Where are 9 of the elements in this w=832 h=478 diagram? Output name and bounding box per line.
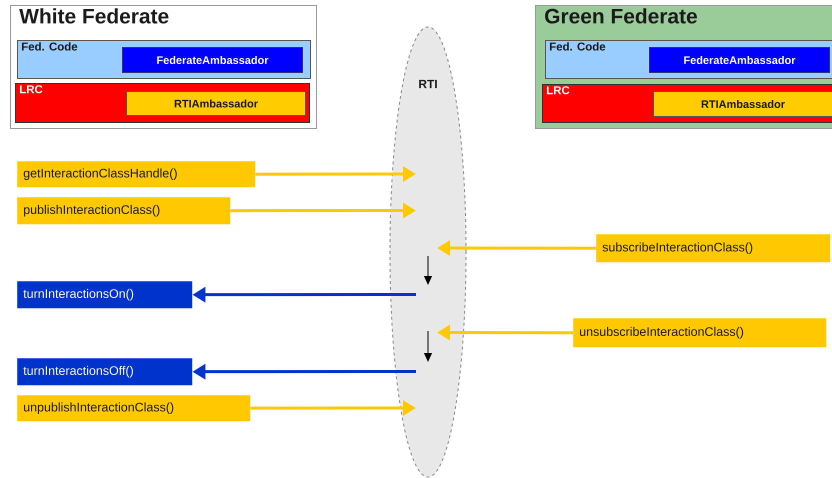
method-box: publishInteractionClass() (17, 197, 230, 224)
method-box: unpublishInteractionClass() (17, 395, 250, 422)
method-box: unsubscribeInteractionClass() (573, 318, 826, 348)
ambassador-box: RTIAmbassador (126, 91, 306, 116)
ambassador-box: RTIAmbassador (653, 91, 832, 117)
method-box: subscribeInteractionClass() (596, 234, 830, 262)
ambassador-box: FederateAmbassador (649, 47, 830, 73)
ambassador-box: FederateAmbassador (122, 47, 303, 73)
method-box: getInteractionClassHandle() (17, 161, 256, 188)
